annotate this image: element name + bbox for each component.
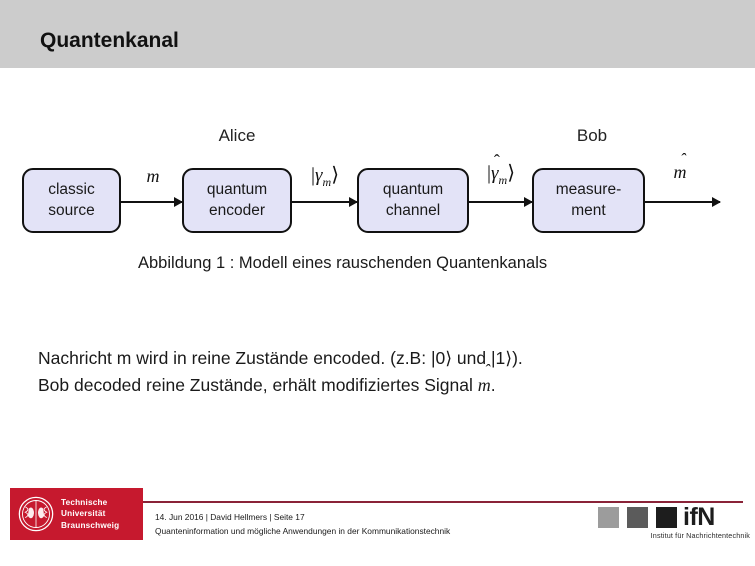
ifn-square-mid-icon [627, 507, 648, 528]
body-line-2-text: Bob decoded reine Zustände, erhält modif… [38, 375, 478, 396]
tu-wordmark-line-2: Universität [61, 509, 106, 519]
ifn-square-dark-icon [656, 507, 677, 528]
edge-label-gamma-m-hat: |̂ γm⟩ [470, 160, 532, 188]
node-line-1: classic [48, 181, 95, 199]
node-line-1: quantum [206, 181, 268, 199]
diagram-node-quantum-channel: quantum channel [357, 168, 469, 233]
node-line-1: quantum [382, 181, 444, 199]
ifn-subtitle: Institut für Nachrichtentechnik [650, 531, 750, 540]
ket-gamma-m: |γm⟩ [311, 164, 339, 189]
slide-body-text: Nachricht m wird in reine Zustände encod… [38, 345, 678, 400]
ket-gamma-m-hat: |̂ γm⟩ [487, 150, 515, 187]
footer-divider [143, 501, 743, 503]
tu-wordmark-line-3: Braunschweig [61, 520, 120, 530]
body-line-2-period: . [490, 375, 496, 396]
tu-braunschweig-logo: Technische Universität Braunschweig [10, 488, 143, 540]
ifn-wordmark: ifN [683, 503, 715, 531]
diagram-node-measurement: measure- ment [532, 168, 645, 233]
tu-wordmark-line-1: Technische [61, 497, 108, 507]
edge-label-m-hat: ̂m [655, 162, 705, 183]
node-line-2: channel [385, 201, 441, 219]
body-line-2: Bob decoded reine Zustände, erhält modif… [38, 372, 678, 400]
slide-footer: Technische Universität Braunschweig 14. … [0, 488, 755, 566]
footer-metadata: 14. Jun 2016 | David Hellmers | Seite 17… [155, 510, 450, 539]
diagram-node-classic-source: classic source [22, 168, 121, 233]
footer-meta-line-1: 14. Jun 2016 | David Hellmers | Seite 17 [155, 512, 305, 522]
arrow-measurement-output-icon [645, 197, 721, 207]
ifn-logo: ifN Institut für Nachrichtentechnik [598, 503, 750, 549]
edge-label-m: m [146, 166, 160, 186]
arrow-channel-to-measurement-icon [469, 197, 533, 207]
node-line-2: encoder [208, 201, 265, 219]
tu-seal-icon [18, 496, 54, 532]
party-label-bob: Bob [576, 126, 608, 145]
page-title: Quantenkanal [40, 29, 179, 52]
footer-meta-line-2: Quanteninformation und mögliche Anwendun… [155, 526, 451, 537]
node-line-1: measure- [555, 181, 622, 199]
symbol-m-hat: ̂m [477, 375, 491, 396]
node-line-2: source [48, 201, 95, 219]
arrow-encoder-to-channel-icon [292, 197, 358, 207]
header-band [0, 0, 755, 68]
arrow-source-to-encoder-icon [121, 197, 183, 207]
tu-wordmark: Technische Universität Braunschweig [61, 497, 119, 532]
body-line-1: Nachricht m wird in reine Zustände encod… [38, 348, 523, 368]
node-line-2: ment [571, 201, 606, 219]
quantum-channel-diagram: Alice Bob classic source quantum encoder… [0, 68, 755, 298]
party-label-alice: Alice [218, 126, 256, 145]
symbol-m-hat: ̂m [673, 162, 687, 182]
edge-label-gamma-m: |γm⟩ [293, 162, 357, 190]
ifn-square-light-icon [598, 507, 619, 528]
diagram-node-quantum-encoder: quantum encoder [182, 168, 292, 233]
figure-caption: Abbildung 1 : Modell eines rauschenden Q… [138, 254, 548, 272]
ifn-logo-marks: ifN [598, 503, 750, 531]
